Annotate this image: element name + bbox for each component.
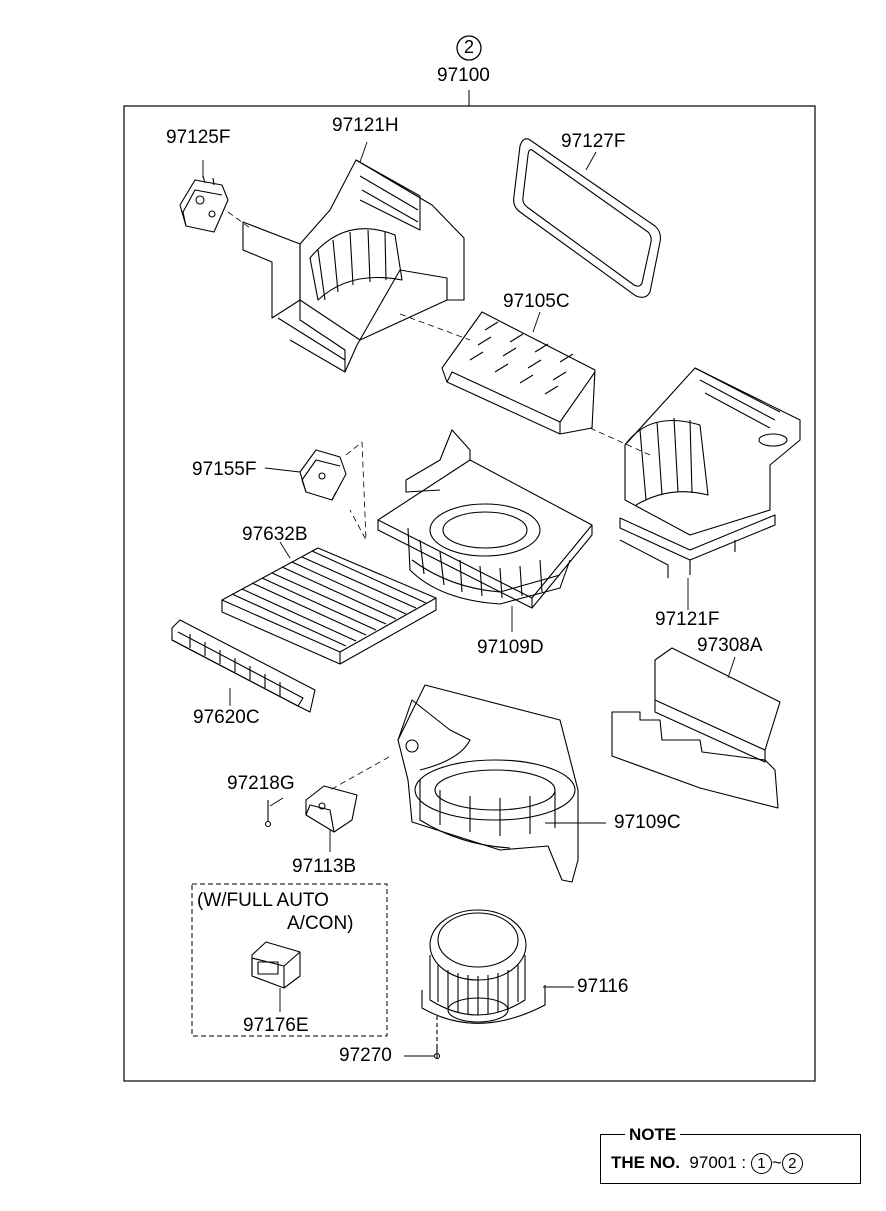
part-label-97121f[interactable]: 97121F: [655, 609, 720, 630]
screw-97218g-drawing: [264, 800, 272, 828]
screw-97270-drawing: [433, 1016, 441, 1060]
right-case-97121f-drawing: [619, 367, 801, 578]
gasket-97127f-drawing: [513, 138, 661, 298]
option-box-line1: (W/FULL AUTO: [197, 890, 329, 911]
part-label-97109d[interactable]: 97109D: [477, 637, 544, 658]
assembly-circle: [456, 35, 482, 61]
note-separator: :: [741, 1153, 747, 1172]
note-title: NOTE: [625, 1125, 681, 1145]
part-label-97632b[interactable]: 97632B: [242, 524, 308, 545]
part-label-97125f[interactable]: 97125F: [166, 127, 231, 148]
module-97176e-drawing: [251, 941, 301, 989]
note-box: NOTE THE NO. 97001 : 1~2: [600, 1125, 861, 1184]
resistor-97113b-drawing: [305, 785, 358, 833]
part-label-97109c[interactable]: 97109C: [614, 812, 681, 833]
part-label-97127f[interactable]: 97127F: [561, 131, 626, 152]
duct-97308a-drawing: [611, 647, 781, 809]
part-label-97116[interactable]: 97116: [577, 976, 629, 997]
filter-97632b-drawing: [221, 547, 437, 665]
part-label-97270[interactable]: 97270: [339, 1045, 392, 1066]
part-label-97176e[interactable]: 97176E: [243, 1015, 309, 1036]
actuator-97125f-drawing: [179, 175, 229, 233]
option-box-text: (W/FULL AUTO A/CON): [197, 889, 354, 935]
note-number: 97001: [689, 1153, 737, 1172]
assembly-part-number: 97100: [437, 65, 490, 86]
option-box: [191, 883, 388, 1037]
bracket-97620c-drawing: [171, 619, 316, 713]
note-prefix: THE NO.: [611, 1153, 680, 1172]
part-label-97105c[interactable]: 97105C: [503, 291, 570, 312]
part-label-97308a[interactable]: 97308A: [697, 635, 763, 656]
part-label-97620c[interactable]: 97620C: [193, 707, 260, 728]
note-range-start: 1: [750, 1153, 772, 1175]
part-label-97121h[interactable]: 97121H: [332, 115, 399, 136]
actuator-97155f-drawing: [299, 449, 347, 501]
option-box-line2: A/CON): [287, 913, 354, 934]
blower-case-97109c-drawing: [397, 684, 579, 883]
part-label-97155f[interactable]: 97155F: [192, 459, 257, 480]
note-tilde: ~: [771, 1153, 782, 1172]
note-range-end: 2: [781, 1153, 803, 1175]
upper-case-97121h-drawing: [242, 159, 465, 373]
part-label-97113b[interactable]: 97113B: [292, 856, 357, 877]
part-label-97218g[interactable]: 97218G: [227, 773, 295, 794]
blower-motor-97116-drawing: [421, 909, 546, 1024]
tray-97105c-drawing: [441, 311, 596, 435]
lower-case-97109d-drawing: [377, 429, 593, 609]
note-line: THE NO. 97001 : 1~2: [611, 1153, 803, 1175]
assembly-circle-number: 2: [464, 37, 475, 57]
